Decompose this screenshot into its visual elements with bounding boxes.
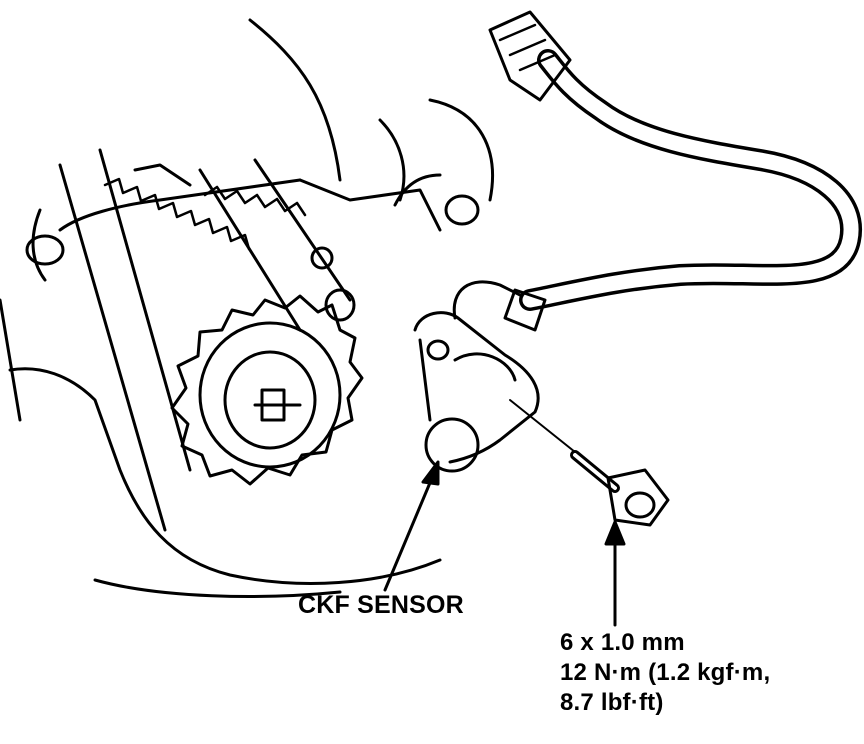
engine-block [0,18,494,598]
bolt-size-label: 6 x 1.0 mm [560,629,685,656]
torque-metric-label: 12 N·m (1.2 kgf·m, [560,659,771,686]
timing-belt [58,148,352,532]
ckf-sensor [413,311,540,473]
bolt-torque-spec: 6 x 1.0 mm 12 N·m (1.2 kgf·m, 8.7 lbf·ft… [560,628,770,718]
ckf-sensor-label: CKF SENSOR [298,591,464,619]
sensor-harness [452,10,863,332]
crankshaft-sprocket [170,294,364,486]
leader-arrows [383,460,626,627]
block-bosses [25,194,480,322]
mounting-bolt [509,399,670,527]
torque-imperial-label: 8.7 lbf·ft) [560,689,664,716]
